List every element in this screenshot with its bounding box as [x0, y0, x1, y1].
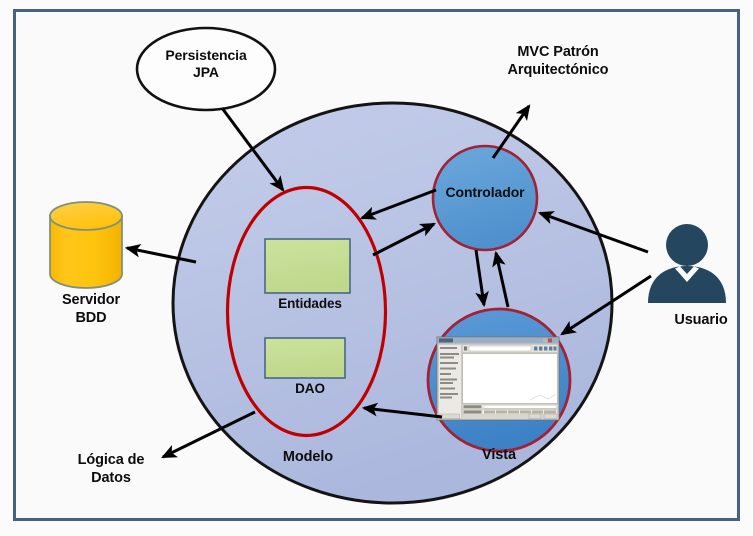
dao-box [264, 337, 346, 379]
label-persistencia-jpa: Persistencia JPA [165, 47, 247, 81]
modelo-ellipse [225, 185, 388, 438]
persistencia-jpa-ellipse [135, 26, 277, 112]
label-mvc-patron-arquitectonico: MVC Patrón Arquitectónico [507, 44, 609, 78]
arrow-vista-to-controlador [492, 250, 510, 308]
arrow-controlador-to-modelo [359, 188, 437, 220]
label-vista: Vista [482, 447, 516, 463]
database-cylinder-icon [49, 201, 123, 289]
arrow-modelo-to-controlador [372, 222, 436, 257]
arrow-persistencia-to-modelo [220, 107, 285, 192]
controlador-circle [431, 144, 539, 252]
arrow-vista-to-modelo [361, 402, 443, 419]
label-controlador: Controlador [445, 184, 525, 200]
vista-app-window-thumbnail [436, 336, 560, 421]
label-entidades: Entidades [278, 296, 342, 311]
arrow-controlador-to-vista [474, 249, 489, 308]
label-usuario: Usuario [674, 312, 728, 328]
label-servidor-bdd: Servidor BDD [61, 292, 121, 326]
usuario-person-icon [648, 224, 726, 303]
arrow-usuario-to-controlador [537, 211, 649, 254]
arrow-usuario-to-vista [560, 274, 652, 336]
mvc-container-ellipse [171, 101, 614, 505]
arrow-controlador-to-mvc [491, 104, 531, 159]
label-dao: DAO [295, 381, 325, 396]
arrow-modelo-to-logica [161, 410, 256, 459]
entidades-box [264, 238, 351, 294]
arrow-modelo-to-servidor [124, 243, 197, 264]
label-modelo: Modelo [282, 449, 334, 465]
label-logica-de-datos: Lógica de Datos [77, 452, 145, 486]
